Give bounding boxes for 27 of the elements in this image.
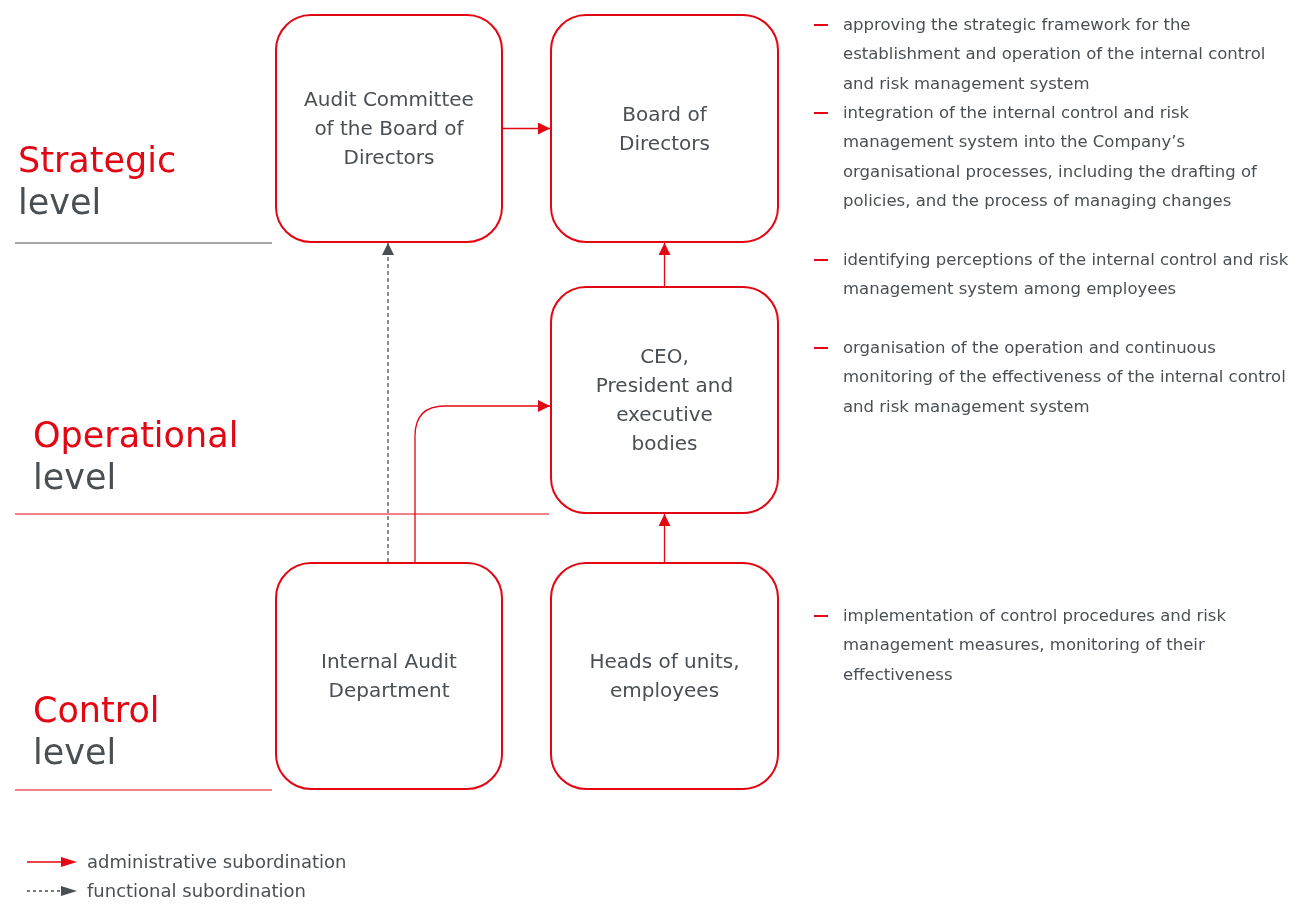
role-box <box>550 14 779 243</box>
legend-label: functional subordination <box>87 879 306 903</box>
role-box <box>550 562 779 790</box>
level-label: level <box>18 182 102 222</box>
dashed-arrow <box>382 242 394 563</box>
role-box <box>275 562 503 790</box>
role-box <box>275 14 503 243</box>
role-name: CEO, President and executive bodies <box>594 343 735 457</box>
level-label: level <box>33 457 117 497</box>
arrow <box>414 400 551 563</box>
arrow <box>502 122 551 135</box>
role-box <box>550 286 779 514</box>
function-description: integration of the internal control and risk management system into the Company’s organisational processes, including the drafting of policies, and the process of managing changes <box>843 102 1258 212</box>
level-label: Control <box>33 690 160 730</box>
role-name: Board of Directors <box>618 100 711 157</box>
arrow <box>658 242 671 287</box>
role-name: Heads of units, employees <box>588 648 741 704</box>
function-description: identifying perceptions of the internal control and risk management system among employees <box>843 249 1290 301</box>
arrow <box>658 513 671 563</box>
role-name: Internal Audit Department <box>320 648 458 704</box>
level-label: level <box>33 732 117 772</box>
level-label: Strategic <box>18 140 177 180</box>
function-description: implementation of control procedures and risk management measures, monitoring of their effectiveness <box>843 605 1227 686</box>
level-label: Operational <box>33 415 239 455</box>
role-name: Audit Committee of the Board of Directors <box>303 86 475 171</box>
function-description: organisation of the operation and continuous monitoring of the effectiveness of the internal control and risk management system <box>843 337 1287 418</box>
legend-label: administrative subordination <box>87 850 347 874</box>
